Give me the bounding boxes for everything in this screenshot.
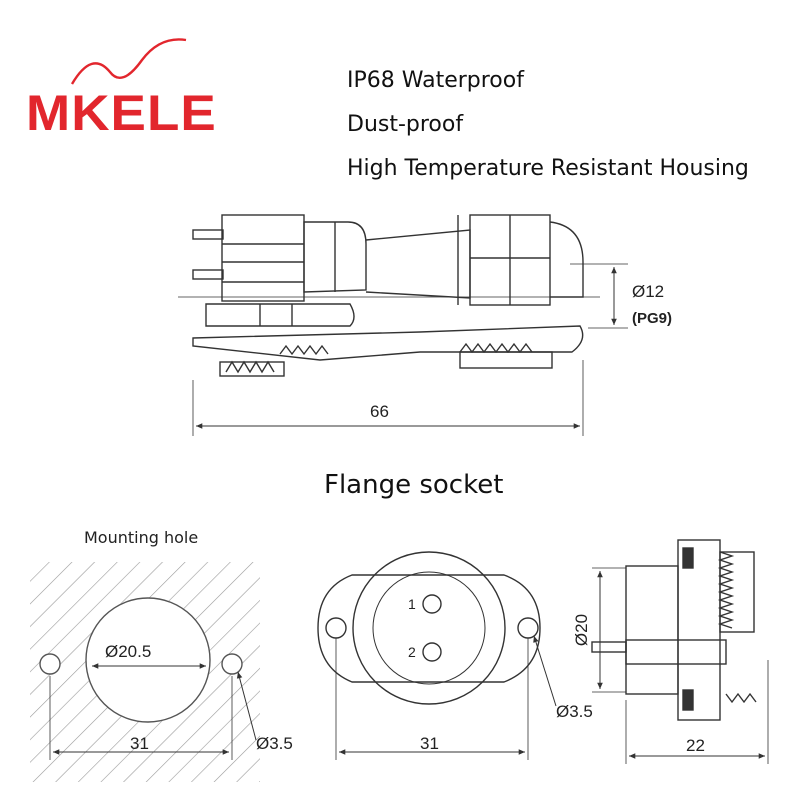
socket-side-length: 22 bbox=[686, 736, 705, 755]
pin-1-label: 1 bbox=[408, 596, 416, 612]
socket-front-pitch: 31 bbox=[420, 734, 439, 753]
socket-front-view bbox=[317, 551, 557, 760]
socket-side-view bbox=[591, 539, 769, 764]
brand-logo: MKELE bbox=[26, 85, 217, 141]
mounting-pitch: 31 bbox=[130, 734, 149, 753]
mounting-hole-diameter: Ø20.5 bbox=[105, 642, 152, 661]
logo-swoosh-icon bbox=[70, 38, 187, 85]
section-title: Flange socket bbox=[324, 470, 504, 500]
mounting-screw-hole: Ø3.5 bbox=[256, 734, 293, 753]
plug-side-view bbox=[178, 214, 628, 436]
pin-2-label: 2 bbox=[408, 644, 416, 660]
socket-side-diameter: Ø20 bbox=[572, 613, 592, 647]
socket-front-screw-hole: Ø3.5 bbox=[556, 702, 593, 721]
feature-waterproof: IP68 Waterproof bbox=[347, 68, 524, 93]
plug-thread-label: (PG9) bbox=[632, 310, 673, 327]
plug-length-label: 66 bbox=[370, 402, 389, 421]
feature-high-temp-housing: High Temperature Resistant Housing bbox=[347, 156, 749, 181]
feature-dust-proof: Dust-proof bbox=[347, 112, 464, 137]
plug-diameter-label: Ø12 bbox=[632, 282, 665, 301]
mounting-hole-view bbox=[30, 562, 260, 782]
mounting-hole-label: Mounting hole bbox=[84, 528, 199, 547]
